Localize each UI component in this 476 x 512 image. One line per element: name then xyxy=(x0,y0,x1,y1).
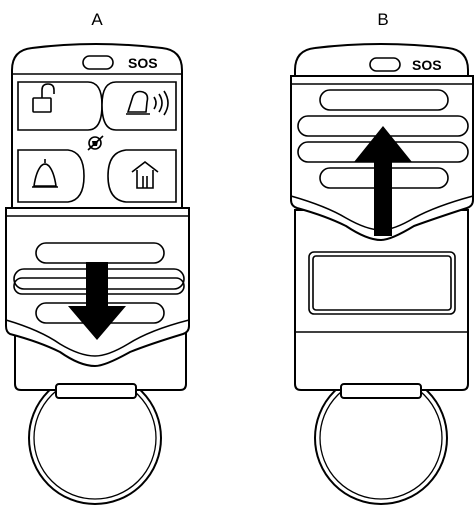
display-window-b xyxy=(308,251,456,315)
panel-b: B SOS xyxy=(290,10,474,505)
sos-slot-b xyxy=(369,57,401,72)
home-icon xyxy=(131,160,159,189)
slide-up-arrow xyxy=(354,126,412,236)
bell-icon xyxy=(32,159,58,188)
bell-button[interactable] xyxy=(17,149,85,203)
ring-loop-a xyxy=(55,383,137,399)
sos-label-a: SOS xyxy=(128,55,158,71)
siren-icon xyxy=(126,90,169,116)
panel-b-label: B xyxy=(377,10,388,29)
unlock-button[interactable] xyxy=(17,81,103,131)
panel-a-label: A xyxy=(91,10,103,29)
unlock-icon xyxy=(32,83,55,113)
slide-down-arrow xyxy=(68,262,126,340)
no-sound-icon xyxy=(87,135,104,151)
panel-a: A SOS xyxy=(5,10,190,505)
sos-label-b: SOS xyxy=(412,57,442,73)
ring-loop-b xyxy=(340,383,422,399)
home-button[interactable] xyxy=(107,149,177,203)
sos-slot-a xyxy=(82,55,114,70)
siren-button[interactable] xyxy=(101,81,177,131)
